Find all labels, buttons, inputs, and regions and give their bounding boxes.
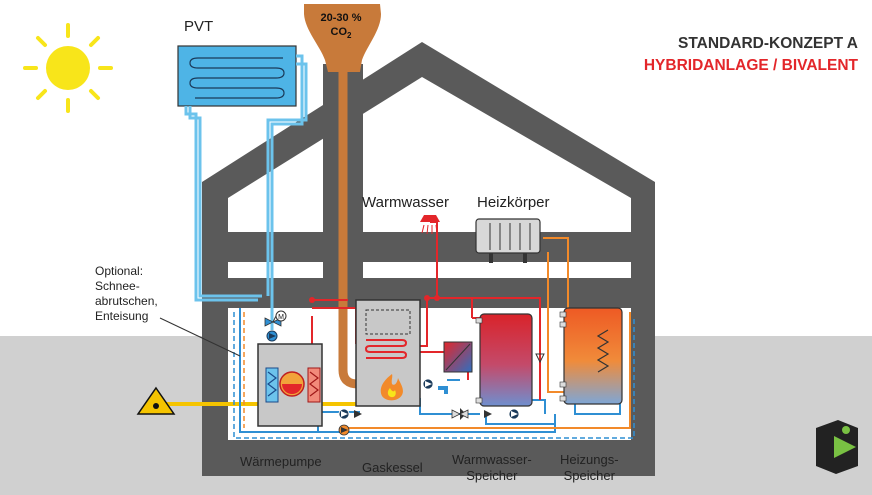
gas-warning-icon [136,386,176,415]
flame-icon-inner [387,388,396,398]
circulation-pump-icon [338,378,520,436]
motor-valve: M [264,310,287,327]
motor-valve-label: M [278,314,284,321]
solar-pipes [184,54,308,330]
optional-line-4: Enteisung [95,309,149,323]
heat-pump [257,343,323,427]
hz-speicher-label: Heizungs-Speicher [560,452,619,483]
radiator-icon [475,218,541,263]
optional-line-1: Optional: [95,264,144,278]
tap-icon [438,386,448,394]
flame-icon [380,374,403,401]
warmwasser-speicher [475,313,533,407]
warmwasser-label: Warmwasser [362,194,449,211]
heizungs-speicher [559,307,623,405]
optional-note: Optional: Schnee- abrutschen, Enteisung [95,264,158,324]
ww-speicher-label: Warmwasser-Speicher [452,452,532,483]
co2-cloud [304,4,381,72]
pointer-line [159,317,241,357]
gaskessel-label: Gaskessel [362,460,423,475]
co2-range: 20-30 % [320,12,362,24]
heizkoerper-label: Heizkörper [477,194,550,211]
logo-icon [816,420,858,474]
pvt-label: PVT [184,18,214,35]
plate-heat-exchanger [443,341,473,373]
pvt-collector [177,45,297,107]
optional-line-3: abrutschen, [95,294,158,308]
pipe-joint-icon [309,295,440,303]
co2-label: 20-30 % CO2 [309,11,373,43]
house [202,42,655,476]
sun-icon [23,23,113,113]
shower-icon [420,215,440,238]
dashed-lines [233,312,635,439]
optional-line-2: Schnee- [95,279,140,293]
waermepumpe-label: Wärmepumpe [240,454,322,469]
title-line-2: HYBRIDANLAGE / BIVALENT [643,57,858,74]
heat-pump-pump-icon [266,330,278,342]
check-valve-icon [354,353,545,420]
three-way-valve-icon [451,409,469,419]
co2-text: CO2 [330,26,352,41]
title-line-1: STANDARD-KONZEPT A [678,35,858,52]
